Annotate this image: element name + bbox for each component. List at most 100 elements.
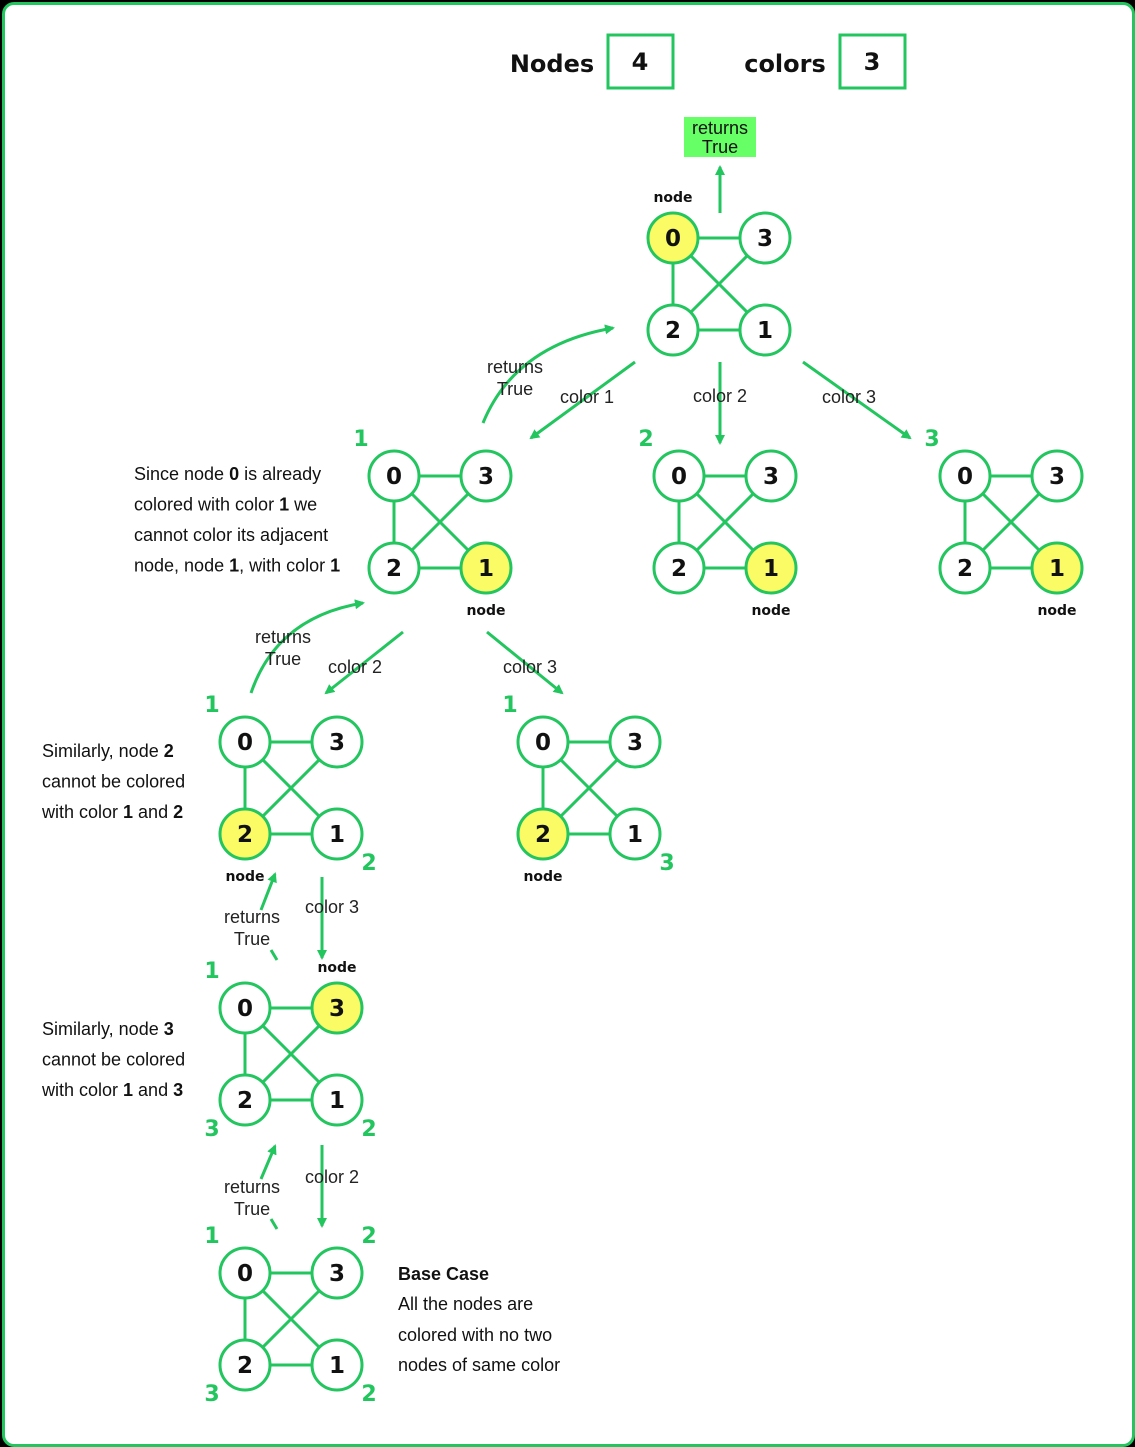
- graph-node-0: [646, 211, 700, 265]
- label-l2-color3: color 3: [305, 897, 359, 917]
- graph-node-0: [218, 981, 272, 1035]
- note-segment: 1: [123, 802, 133, 822]
- graph-node-2: [652, 541, 706, 595]
- graph-node-label: 2: [386, 556, 402, 582]
- base-case-line1: All the nodes are: [398, 1294, 533, 1314]
- label-returns-4a: returns: [224, 1177, 280, 1197]
- arrow-l1-color2: [324, 630, 404, 695]
- graph-node-3: [738, 211, 792, 265]
- arrow-l1-color3: [486, 630, 564, 695]
- graph-node-0: [218, 715, 272, 769]
- graph-node-label: 3: [627, 730, 643, 756]
- assigned-color-1: 2: [361, 1117, 376, 1142]
- graph-node-3: [310, 981, 364, 1035]
- label-returns-2a: returns: [255, 627, 311, 647]
- base-case-line2: colored with no two: [398, 1325, 552, 1345]
- note-segment: and: [133, 1080, 173, 1100]
- graph-node-label: 3: [329, 1261, 345, 1287]
- note-segment: is already: [239, 464, 321, 484]
- graph-node-1: [744, 541, 798, 595]
- graph-node-label: 1: [329, 822, 345, 848]
- graph-node-1: [310, 1338, 364, 1392]
- graph-node-label: 2: [665, 318, 681, 344]
- graph-node-2: [218, 1073, 272, 1127]
- graph-node-label: 1: [757, 318, 773, 344]
- tree-arrows: [249, 324, 912, 1230]
- graph-node-0: [218, 1246, 272, 1300]
- current-node-tag: node: [317, 960, 356, 976]
- graph-root: 0 3 2 1 node: [646, 190, 792, 357]
- graph-node-3: [608, 715, 662, 769]
- note-segment: Similarly, node: [42, 1019, 164, 1039]
- graph-node-label: 3: [478, 464, 494, 490]
- graph-node-0: [367, 449, 421, 503]
- notes: Since node 0 is already colored with colo…: [41, 464, 560, 1375]
- label-color2: color 2: [693, 386, 747, 406]
- returns-true-box-line1: returns: [692, 118, 748, 138]
- graph-node-label: 0: [665, 226, 681, 252]
- note-segment: 2: [173, 802, 183, 822]
- note-segment: we: [289, 495, 317, 515]
- nodes-value: 4: [632, 48, 649, 76]
- arrow-l1-returns: [481, 324, 615, 424]
- note-segment: Since node: [134, 464, 229, 484]
- assigned-color-2: 3: [204, 1382, 219, 1407]
- note-segment: cannot be colored: [42, 1050, 185, 1070]
- assigned-color-0: 1: [204, 693, 219, 718]
- current-node-tag: node: [751, 603, 790, 619]
- note-segment: 1: [279, 495, 289, 515]
- label-returns-1a: returns: [487, 357, 543, 377]
- current-node-tag: node: [653, 190, 692, 206]
- graph-node-1: [310, 807, 364, 861]
- graph-node-label: 3: [763, 464, 779, 490]
- note-segment: 0: [229, 464, 239, 484]
- graph-node-3: [459, 449, 513, 503]
- graph-node-0: [516, 715, 570, 769]
- graph-node-label: 0: [535, 730, 551, 756]
- arrow-root-color3: [802, 360, 912, 440]
- arrow-l2-returns: [249, 599, 365, 694]
- label-returns-3a: returns: [224, 907, 280, 927]
- graph-node-2: [218, 1338, 272, 1392]
- note-segment: node, node: [134, 556, 229, 576]
- graph-node-label: 3: [757, 226, 773, 252]
- graph-node-2: [516, 807, 570, 861]
- graph-node-0: [938, 449, 992, 503]
- assigned-color-2: 3: [204, 1117, 219, 1142]
- graph-node-1: [608, 807, 662, 861]
- assigned-color-1: 3: [659, 851, 674, 876]
- returns-true-box-bg: [684, 117, 756, 157]
- note-segment: colored with color: [134, 495, 279, 515]
- nodes-label: Nodes: [510, 50, 594, 78]
- label-l1-color2: color 2: [328, 657, 382, 677]
- arrow-l3-returns: [259, 874, 277, 961]
- assigned-color-3: 2: [361, 1224, 376, 1249]
- graph-node-label: 1: [763, 556, 779, 582]
- note-segment: cannot be colored: [42, 772, 185, 792]
- graph-node-label: 0: [237, 730, 253, 756]
- label-returns-4b: True: [234, 1199, 270, 1219]
- label-returns-1b: True: [497, 379, 533, 399]
- graph-node-1: [459, 541, 513, 595]
- note-segment: with color: [41, 802, 123, 822]
- graph-node-1: [1030, 541, 1084, 595]
- note-node-0: Since node 0 is already colored with colo…: [134, 464, 340, 576]
- arrow-l4-returns: [259, 1146, 277, 1230]
- label-returns-2b: True: [265, 649, 301, 669]
- graph-node-label: 1: [329, 1088, 345, 1114]
- graph-node-label: 1: [627, 822, 643, 848]
- returns-true-box: returns True: [684, 117, 756, 157]
- graph-node-2: [367, 541, 421, 595]
- graph-node-2: [646, 303, 700, 357]
- graph-node-label: 2: [237, 1353, 253, 1379]
